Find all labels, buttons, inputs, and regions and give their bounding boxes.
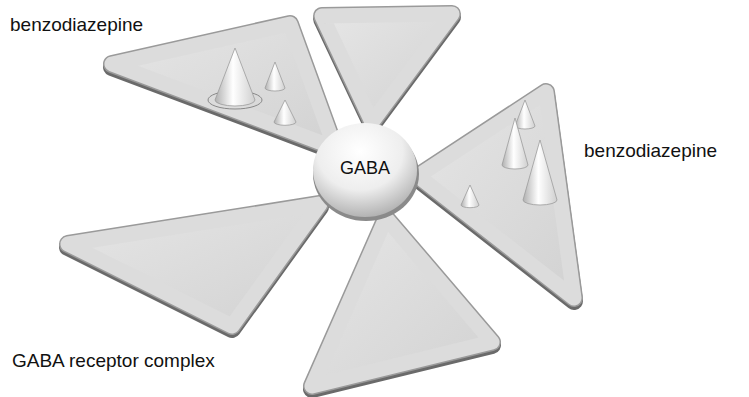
gaba-dome: [313, 123, 417, 217]
cone: [274, 100, 296, 125]
cone: [523, 140, 557, 205]
dome: [313, 123, 419, 221]
ligand-dome: GABA: [320, 150, 410, 186]
petals: [68, 14, 574, 389]
node-label: GABA: [340, 158, 390, 179]
site-label: benzodiazepine: [584, 140, 717, 162]
cone: [502, 118, 528, 169]
petal: [322, 14, 452, 125]
cone: [215, 48, 255, 106]
petal: [312, 218, 492, 389]
cone: [265, 62, 285, 91]
petal: [112, 24, 335, 151]
site-label: benzodiazepine: [10, 14, 143, 36]
cone: [461, 185, 479, 208]
cone: [515, 100, 535, 129]
figure-caption-label: GABA receptor complex: [12, 350, 215, 372]
petal: [68, 204, 320, 329]
